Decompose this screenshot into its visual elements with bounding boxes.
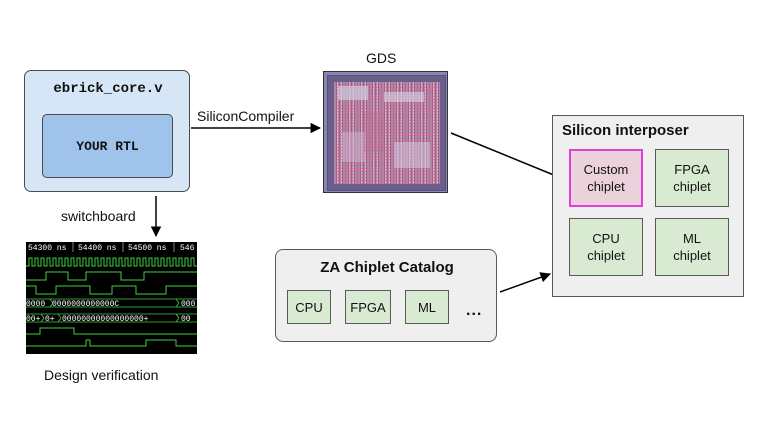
chiplet-ml-line1: ML xyxy=(682,231,702,246)
chiplet-ml: ML chiplet xyxy=(655,218,729,276)
catalog-chip-ml: ML xyxy=(405,290,449,324)
chiplet-custom-line2: chiplet xyxy=(587,179,625,194)
wave-time-1: 54300 ns xyxy=(28,244,67,253)
chiplet-fpga-line1: FPGA xyxy=(674,162,710,177)
catalog-chip-fpga: FPGA xyxy=(345,290,391,324)
switchboard-label: switchboard xyxy=(61,208,136,224)
chiplet-fpga: FPGA chiplet xyxy=(655,149,729,207)
chiplet-custom-line1: Custom xyxy=(583,162,629,177)
chiplet-cpu-line1: CPU xyxy=(592,231,620,246)
silicon-interposer-box: Silicon interposer Custom chiplet FPGA chi… xyxy=(552,115,744,297)
wave-bus2-value-1: 00+ xyxy=(26,315,41,324)
chiplet-cpu-line2: chiplet xyxy=(587,248,625,263)
design-verification-label: Design verification xyxy=(44,367,159,383)
wave-clock xyxy=(26,257,197,267)
gds-label: GDS xyxy=(366,50,397,66)
waveform-image: 54300 ns 54400 ns 54500 ns 546 0000 0000… xyxy=(26,242,197,354)
arrow-catalog-to-interposer xyxy=(499,272,551,293)
catalog-title: ZA Chiplet Catalog xyxy=(320,259,454,276)
catalog-chip-cpu: CPU xyxy=(287,290,331,324)
chiplet-ml-line2: chiplet xyxy=(673,248,711,263)
wave-signal-2 xyxy=(26,285,197,295)
wave-bus1-value-1: 0000 xyxy=(26,300,45,309)
chiplet-custom: Custom chiplet xyxy=(569,149,643,207)
rtl-box: YOUR RTL xyxy=(42,114,173,178)
ebrick-core-box: ebrick_core.v YOUR RTL xyxy=(24,70,190,192)
wave-signal-4 xyxy=(26,339,197,347)
chiplet-cpu: CPU chiplet xyxy=(569,218,643,276)
wave-bus2-value-2: 0+ xyxy=(45,315,55,324)
wave-bus2-value-3: 00000000000000000+ xyxy=(62,315,149,324)
arrow-gds-to-custom-chiplet xyxy=(450,132,567,182)
wave-bus1-value-3: 000 xyxy=(181,300,196,309)
core-title: ebrick_core.v xyxy=(53,81,163,97)
wave-bus2-value-4: 00 xyxy=(181,315,191,324)
wave-time-4: 546 xyxy=(180,244,195,253)
interposer-title: Silicon interposer xyxy=(562,122,689,139)
wave-time-3: 54500 ns xyxy=(128,244,167,253)
siliconcompiler-label: SiliconCompiler xyxy=(197,108,295,124)
wave-signal-3 xyxy=(26,327,197,335)
catalog-ellipsis: ... xyxy=(466,302,483,319)
chiplet-catalog-box: ZA Chiplet Catalog CPU FPGA ML ... xyxy=(275,249,497,342)
wave-signal-1 xyxy=(26,271,197,281)
gds-layout-image xyxy=(323,71,448,193)
wave-bus1-value-2: 0000000000000C xyxy=(52,300,119,309)
chiplet-fpga-line2: chiplet xyxy=(673,179,711,194)
wave-time-2: 54400 ns xyxy=(78,244,117,253)
